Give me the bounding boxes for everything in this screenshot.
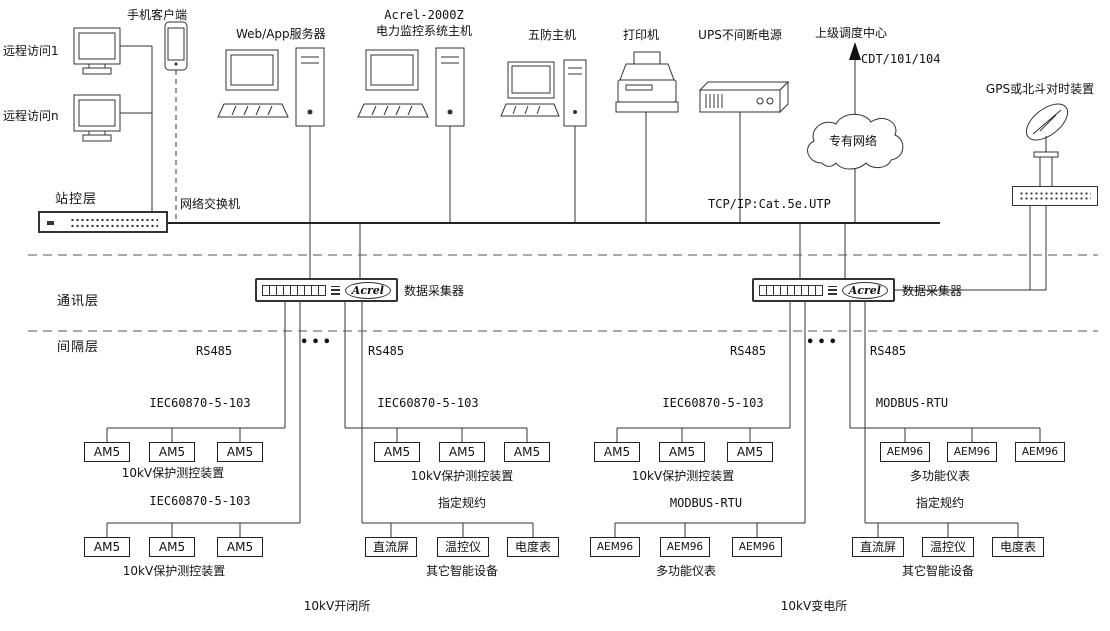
switch-ports-icon — [70, 217, 158, 229]
data-collector-1: Acrel — [255, 278, 398, 302]
five-prevention-host-label: 五防主机 — [527, 28, 577, 42]
dispatch-protocol-label: CDT/101/104 — [861, 52, 941, 66]
main-host-model-label: Acrel-2000Z — [384, 8, 464, 22]
group-label: 10kV保护测控装置 — [631, 469, 735, 483]
device-box: AEM96 — [880, 442, 930, 462]
web-app-server-label: Web/App服务器 — [236, 27, 326, 41]
device-box: AM5 — [727, 442, 773, 462]
site-label: 10kV开闭所 — [303, 599, 371, 613]
protocol-label: MODBUS-RTU — [875, 396, 949, 410]
group-label: 10kV保护测控装置 — [122, 564, 226, 578]
data-collector-2: Acrel — [752, 278, 895, 302]
bus-protocol-label: TCP/IP:Cat.5e.UTP — [708, 197, 831, 211]
acrel-logo: Acrel — [344, 281, 391, 299]
ellipsis-label: ••• — [806, 335, 840, 350]
cloud-icon — [807, 113, 904, 170]
acrel-logo: Acrel — [841, 281, 888, 299]
remote-access-n-label: 远程访问n — [3, 109, 59, 123]
uplink-arrowhead-icon — [849, 42, 861, 60]
protocol-label: IEC60870-5-103 — [377, 396, 479, 410]
group-label: 多功能仪表 — [909, 469, 971, 483]
device-box: AEM96 — [947, 442, 997, 462]
group-label: 10kV保护测控装置 — [410, 469, 514, 483]
device-box: AEM96 — [732, 537, 782, 557]
device-box: 直流屏 — [365, 537, 417, 557]
protocol-label: IEC60870-5-103 — [149, 494, 251, 508]
device-box: AM5 — [149, 537, 195, 557]
satellite-dish-icon — [1025, 103, 1069, 158]
device-box: AM5 — [149, 442, 195, 462]
rs485-label: RS485 — [196, 344, 233, 358]
device-box: AM5 — [217, 537, 263, 557]
collector-2-label: 数据采集器 — [902, 284, 963, 298]
collector-dots-icon — [330, 285, 340, 295]
device-box: AM5 — [84, 442, 130, 462]
gps-time-sync-unit-icon — [1012, 186, 1098, 206]
device-box: AM5 — [217, 442, 263, 462]
dispatch-center-label: 上级调度中心 — [814, 26, 888, 40]
device-box: AM5 — [659, 442, 705, 462]
five-prevention-host-icon — [500, 59, 587, 127]
device-box: AEM96 — [660, 537, 710, 557]
collector-1-label: 数据采集器 — [404, 284, 465, 298]
private-network-label: 专有网络 — [828, 134, 878, 148]
device-box: AEM96 — [1015, 442, 1065, 462]
remote-monitor-n-icon — [73, 94, 121, 142]
collector-ports-icon — [759, 284, 823, 296]
device-box: AM5 — [374, 442, 420, 462]
printer-label: 打印机 — [622, 28, 660, 42]
collector-ports-icon — [262, 284, 326, 296]
group-label: 其它智能设备 — [901, 564, 975, 578]
device-box: AM5 — [439, 442, 485, 462]
mobile-phone-icon — [164, 21, 188, 71]
collector-dots-icon — [827, 285, 837, 295]
remote-monitor-1-icon — [73, 27, 121, 75]
device-box: AEM96 — [590, 537, 640, 557]
ellipsis-label: ••• — [300, 335, 334, 350]
device-box: 电度表 — [992, 537, 1044, 557]
protocol-label: IEC60870-5-103 — [662, 396, 764, 410]
connector-lines — [106, 45, 1053, 537]
protocol-label: 指定规约 — [437, 496, 487, 510]
mobile-client-label: 手机客户端 — [127, 8, 188, 22]
network-switch-icon — [38, 211, 168, 233]
site-label: 10kV变电所 — [780, 599, 848, 613]
rs485-label: RS485 — [368, 344, 405, 358]
gps-device-label: GPS或北斗对时装置 — [985, 82, 1095, 96]
device-box: 温控仪 — [437, 537, 489, 557]
gps-ports-icon — [1019, 191, 1091, 202]
protocol-label: MODBUS-RTU — [669, 496, 743, 510]
station-layer-label: 站控层 — [55, 192, 98, 207]
monitoring-host-icon — [357, 47, 465, 127]
ups-icon — [698, 80, 790, 114]
device-box: AM5 — [594, 442, 640, 462]
group-label: 10kV保护测控装置 — [121, 466, 225, 480]
printer-icon — [615, 51, 679, 113]
protocol-label: 指定规约 — [915, 496, 965, 510]
main-host-name-label: 电力监控系统主机 — [375, 24, 473, 38]
protocol-label: IEC60870-5-103 — [149, 396, 251, 410]
rs485-label: RS485 — [870, 344, 907, 358]
group-label: 其它智能设备 — [425, 564, 499, 578]
web-app-server-icon — [217, 47, 325, 127]
comm-layer-label: 通讯层 — [57, 294, 100, 309]
device-box: 直流屏 — [852, 537, 904, 557]
device-box: 温控仪 — [922, 537, 974, 557]
rs485-label: RS485 — [730, 344, 767, 358]
device-box: AM5 — [84, 537, 130, 557]
network-switch-label: 网络交换机 — [180, 197, 241, 211]
group-label: 多功能仪表 — [655, 564, 717, 578]
device-box: 电度表 — [507, 537, 559, 557]
switch-led-icon — [47, 221, 54, 225]
layer-separator-lines — [28, 254, 1098, 332]
bay-layer-label: 间隔层 — [57, 340, 100, 355]
remote-access-1-label: 远程访问1 — [3, 44, 59, 58]
device-box: AM5 — [504, 442, 550, 462]
ups-label: UPS不间断电源 — [698, 28, 782, 42]
